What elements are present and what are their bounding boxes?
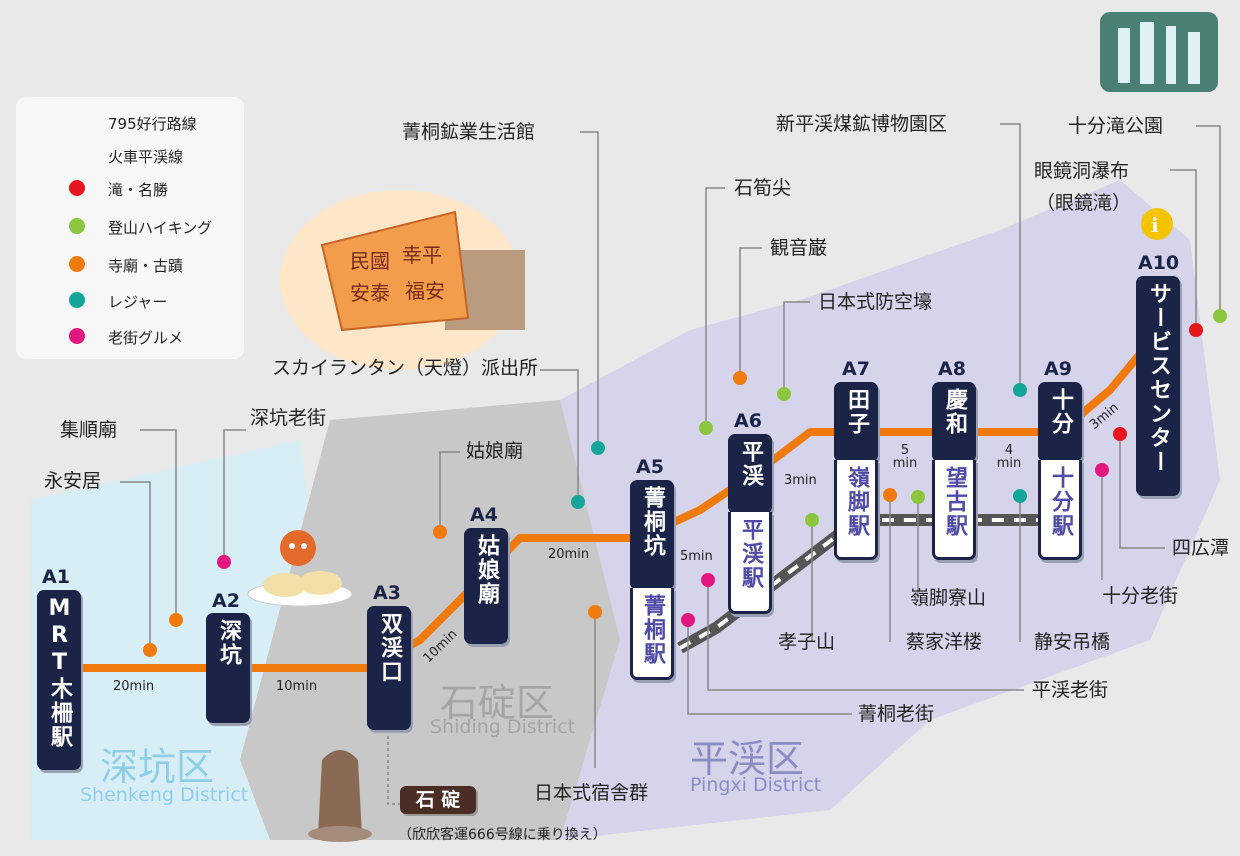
travel-time: 20min	[113, 679, 155, 694]
station-code: A6	[734, 410, 762, 432]
poi-label: 四広潭	[1172, 537, 1230, 559]
poi-label: 孝子山	[778, 631, 836, 653]
district-shenkeng-en: Shenkeng District	[80, 784, 249, 806]
legend-label: 火車平渓線	[108, 148, 184, 166]
transfer-note: （欣欣客運666号線に乗り換え）	[398, 827, 607, 843]
legend-label: 登山ハイキング	[108, 219, 213, 237]
poi-label: 眼鏡洞瀑布	[1034, 160, 1130, 182]
poi-label: 十分老街	[1102, 585, 1179, 607]
station-code: A2	[212, 590, 240, 612]
transfer-badge[interactable]: 石 碇	[400, 786, 476, 814]
legend-label: 老街グルメ	[108, 329, 184, 347]
poi-label: 菁桐鉱業生活館	[402, 121, 536, 143]
travel-time: 3min	[784, 473, 817, 488]
lantern-text-4: 福安	[405, 279, 445, 303]
travel-time: 4 min	[996, 443, 1022, 471]
station-a1[interactable]: MRT木柵駅	[37, 590, 81, 770]
waterfall-illustration	[1100, 12, 1218, 92]
station-a5[interactable]: 菁桐坑	[630, 480, 674, 590]
poi-label: （眼鏡滝）	[1036, 192, 1132, 214]
station-code: A1	[42, 566, 70, 588]
station-a8[interactable]: 慶和	[932, 382, 976, 462]
travel-time: 5min	[680, 549, 713, 564]
station-code: A8	[938, 358, 966, 380]
station-a8-rail[interactable]: 望古駅	[932, 460, 976, 560]
station-a7[interactable]: 田子	[834, 382, 878, 462]
station-code: A10	[1138, 252, 1180, 274]
station-a6[interactable]: 平渓	[728, 434, 772, 514]
legend-label: 795好行路線	[108, 115, 197, 133]
lantern-text-3: 幸平	[402, 243, 442, 267]
poi-label: 姑娘廟	[466, 440, 524, 462]
station-code: A3	[373, 582, 401, 604]
legend-item-food: 老街グルメ	[16, 321, 244, 351]
legend-item-rail: 火車平渓線	[16, 140, 244, 170]
poi-label: 十分滝公園	[1068, 115, 1164, 137]
station-a6-rail[interactable]: 平渓駅	[728, 512, 772, 614]
lantern-text-2: 安泰	[350, 281, 390, 305]
poi-label: 日本式宿舎群	[534, 782, 649, 804]
legend-item-leisure: レジャー	[16, 285, 244, 315]
svg-text:i: i	[1151, 213, 1159, 237]
leisure-dot-icon	[69, 292, 85, 308]
station-code: A5	[636, 456, 664, 478]
station-a7-rail[interactable]: 嶺脚駅	[834, 460, 878, 560]
station-a9[interactable]: 十分	[1038, 382, 1082, 462]
legend: 795好行路線 火車平渓線 滝・名勝 登山ハイキング 寺廟・古蹟 レジャー 老街…	[16, 97, 244, 359]
mascot-illustration	[247, 530, 353, 607]
poi-dots	[143, 309, 1227, 657]
district-pingxi-en: Pingxi District	[690, 774, 822, 796]
poi-label: 新平渓煤鉱博物園区	[776, 113, 948, 135]
district-shenkeng: 深坑区	[100, 745, 215, 789]
leader-lines	[120, 123, 1221, 805]
district-shiding: 石碇区	[440, 681, 555, 725]
poi-label: 観音巌	[770, 237, 828, 259]
station-a3[interactable]: 双渓口	[367, 606, 411, 730]
poi-label: 石筍尖	[734, 177, 792, 199]
temple-dot-icon	[69, 256, 85, 272]
station-code: A7	[842, 358, 870, 380]
sky-lantern-illustration: 民國 安泰 幸平 福安	[280, 190, 525, 370]
poi-label: 蔡家洋楼	[906, 631, 983, 653]
legend-item-temple: 寺廟・古蹟	[16, 249, 244, 279]
poi-label: 平渓老街	[1032, 679, 1109, 701]
station-code: A9	[1044, 358, 1072, 380]
station-a10[interactable]: サービスセンター	[1136, 276, 1180, 496]
district-pingxi: 平渓区	[690, 737, 805, 781]
travel-time: 20min	[548, 547, 590, 562]
poi-label: 深坑老街	[250, 407, 327, 429]
station-code: A4	[470, 504, 498, 526]
poi-label: 永安居	[44, 470, 102, 492]
legend-label: レジャー	[108, 293, 168, 311]
station-a5-rail[interactable]: 菁桐駅	[630, 588, 674, 680]
poi-label: 静安吊橋	[1034, 631, 1111, 653]
station-a9-rail[interactable]: 十分駅	[1038, 460, 1082, 560]
info-icon: i	[1141, 208, 1173, 240]
travel-time: 5 min	[892, 443, 918, 471]
legend-label: 滝・名勝	[108, 181, 169, 199]
travel-time: 10min	[276, 679, 318, 694]
district-shiding-en: Shiding District	[430, 716, 576, 738]
poi-label: 菁桐老街	[858, 703, 935, 725]
station-a4[interactable]: 姑娘廟	[464, 528, 508, 644]
shiding-district-area	[240, 400, 680, 840]
hiking-dot-icon	[69, 218, 85, 234]
poi-label: スカイランタン（天燈）派出所	[272, 357, 539, 379]
poi-label: 日本式防空壕	[818, 291, 933, 313]
legend-item-bus: 795好行路線	[16, 107, 244, 137]
poi-label: 集順廟	[60, 419, 118, 441]
food-dot-icon	[69, 328, 85, 344]
scenic-dot-icon	[69, 180, 85, 196]
lantern-text-1: 民國	[350, 249, 390, 273]
legend-item-scenic: 滝・名勝	[16, 173, 244, 203]
legend-label: 寺廟・古蹟	[108, 257, 184, 275]
station-a2[interactable]: 深坑	[206, 613, 250, 723]
legend-item-hiking: 登山ハイキング	[16, 211, 244, 241]
poi-label: 嶺脚寮山	[910, 587, 987, 609]
shiding-statue-illustration	[308, 750, 372, 842]
